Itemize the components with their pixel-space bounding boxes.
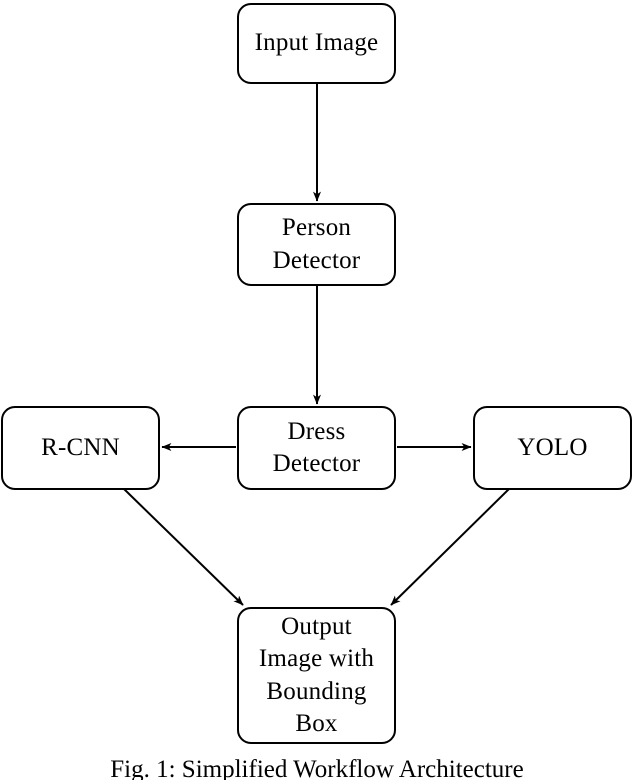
node-input-image-line-1: Input Image (254, 29, 379, 57)
node-person-detector-line-2: Detector (272, 246, 361, 274)
node-output-line-2: Image with (258, 645, 375, 672)
node-yolo[interactable]: YOLO (473, 406, 632, 490)
node-person-detector[interactable]: Person Detector (237, 203, 396, 286)
node-dress-detector[interactable]: Dress Detector (237, 406, 396, 490)
node-person-detector-line-1: Person (281, 214, 352, 241)
node-output-image-with-bounding-box[interactable]: Output Image with Bounding Box (237, 607, 396, 744)
node-rcnn[interactable]: R-CNN (1, 406, 160, 490)
figure-caption: Fig. 1: Simplified Workflow Architecture (110, 756, 524, 780)
node-rcnn-line-1: R-CNN (41, 433, 120, 461)
node-input-image[interactable]: Input Image (237, 3, 396, 84)
node-output-line-3: Bounding (266, 677, 367, 705)
node-dress-detector-line-2: Detector (272, 450, 361, 477)
node-output-line-1: Output (281, 612, 352, 640)
edge-rcnn-to-output (123, 488, 244, 606)
node-dress-detector-line-1: Dress (287, 417, 346, 445)
edge-yolo-to-output (390, 488, 510, 606)
node-output-line-4: Box (295, 710, 338, 737)
node-yolo-line-1: YOLO (517, 433, 588, 461)
